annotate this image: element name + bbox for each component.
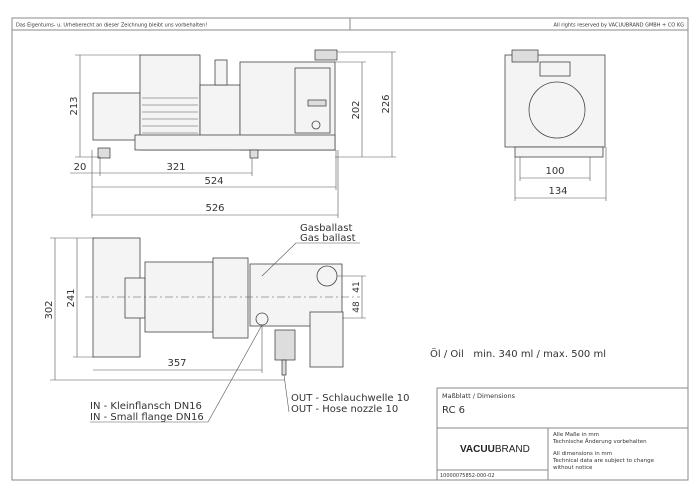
gas-ballast-label-de: Gasballast	[300, 223, 352, 234]
gas-ballast-label-en: Gas ballast	[300, 233, 356, 244]
dim-offset-b: 48	[352, 301, 362, 313]
motor-fins	[142, 97, 198, 134]
top-view: 302 241 357 41 48 Gasballast Gas ballast…	[44, 223, 409, 423]
note-de-1: Alle Maße in mm	[553, 432, 599, 438]
side-view: 213 202 226 20 321 524 526	[69, 49, 396, 218]
header-right-notice: All rights reserved by VACUUBRAND GMBH +…	[554, 23, 685, 29]
note-en-2: Technical data are subject to change	[552, 458, 655, 464]
inlet-label-de: IN - Kleinflansch DN16	[90, 401, 202, 412]
dim-offset: 20	[74, 162, 87, 173]
header-left-notice: Das Eigentums- u. Urheberecht an dieser …	[16, 23, 207, 29]
title-block: Maßblatt / Dimensions RC 6 VACUUBRAND Al…	[436, 387, 688, 480]
dim-length-inlet: 357	[167, 358, 186, 369]
note-de-2: Technische Änderung vorbehalten	[552, 438, 647, 445]
hose-nozzle	[281, 359, 287, 376]
coupling-housing	[199, 84, 241, 141]
sheet-type: Maßblatt / Dimensions	[442, 392, 516, 400]
inlet-flange	[255, 312, 269, 326]
foot-left	[97, 147, 111, 159]
end-base	[514, 146, 604, 158]
end-fan-cover	[528, 81, 586, 139]
oil-capacity-note: Öl / Oil min. 340 ml / max. 500 ml	[430, 347, 606, 360]
dim-length-total: 526	[205, 203, 224, 214]
base-frame	[134, 134, 336, 151]
outlet-label-en: OUT - Hose nozzle 10	[291, 404, 398, 415]
pump-top-cap	[314, 49, 338, 61]
foot-right	[249, 149, 259, 159]
end-top-cap	[511, 49, 539, 63]
dim-width-cover: 241	[66, 288, 77, 307]
inlet-label-en: IN - Small flange DN16	[90, 412, 204, 423]
end-view: 100 134	[504, 49, 607, 201]
model-name: RC 6	[442, 405, 465, 416]
dim-height-right: 202	[351, 100, 362, 119]
note-en-3: without notice	[553, 465, 593, 471]
gas-ballast-valve	[316, 265, 338, 287]
brand-logo: VACUUBRAND	[460, 444, 530, 455]
fan-flange	[124, 277, 146, 319]
coupling-top	[212, 257, 249, 339]
document-number: 10000075852-000-02	[440, 473, 495, 479]
dim-height-total: 226	[381, 94, 392, 113]
oil-sight-glass	[311, 120, 321, 130]
dim-height-left: 213	[69, 96, 80, 115]
junction-box	[92, 92, 141, 141]
motor	[139, 54, 201, 151]
dim-length-body: 524	[204, 176, 223, 187]
handle	[214, 59, 228, 86]
outlet-valve	[274, 329, 296, 361]
oil-box	[309, 311, 344, 368]
dim-foot-width: 100	[545, 166, 564, 177]
power-socket	[539, 61, 571, 77]
note-en-1: All dimensions in mm	[553, 451, 612, 457]
dim-offset-a: 41	[352, 281, 362, 292]
dim-total-width: 134	[548, 186, 567, 197]
label-plate	[307, 99, 327, 107]
dim-foot-spacing: 321	[166, 162, 185, 173]
dim-width-total: 302	[44, 300, 55, 319]
outlet-label-de: OUT - Schlauchwelle 10	[291, 393, 409, 404]
